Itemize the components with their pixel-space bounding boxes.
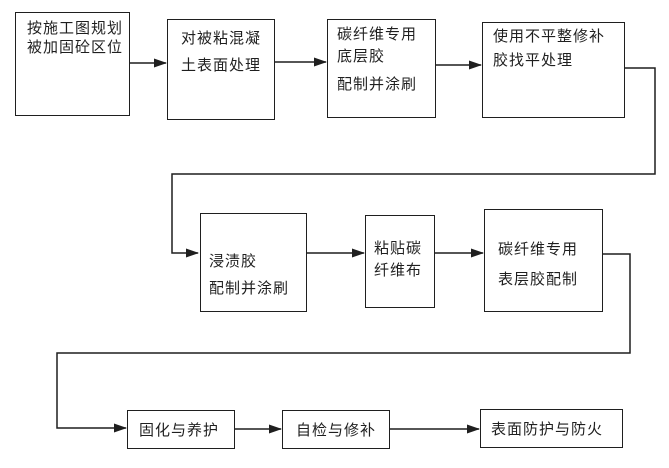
step-label-line: 对被粘混凝: [181, 29, 262, 47]
flow-step-surface-fire-protection: 表面防护与防火: [480, 409, 623, 448]
step-label-line: 表层胶配制: [498, 270, 579, 288]
flow-step-curing-maintenance: 固化与养护: [127, 410, 235, 449]
flow-step-paste-carbon-fiber: 粘贴碳 纤维布: [365, 215, 435, 308]
step-label-line: 被加固砼区位: [27, 38, 124, 56]
step-label-line: 碳纤维专用: [498, 240, 579, 258]
step-label-line: 纤维布: [374, 261, 423, 279]
step-label-line: 自检与修补: [296, 421, 377, 439]
step-label-line: 表面防护与防火: [491, 420, 604, 438]
step-label-line: 底层胶: [337, 47, 386, 65]
flow-step-primer-adhesive: 碳纤维专用 底层胶 配制并涂刷: [327, 19, 436, 118]
step-label-line: 配制并涂刷: [209, 279, 290, 297]
flow-step-planning: 按施工图规划 被加固砼区位: [15, 12, 130, 116]
step-label-line: 按施工图规划: [27, 19, 124, 37]
step-label-line: 使用不平整修补: [493, 27, 606, 45]
flow-step-self-inspection-repair: 自检与修补: [282, 410, 390, 449]
flow-step-topcoat-adhesive: 碳纤维专用 表层胶配制: [484, 209, 603, 312]
step-label-line: 土表面处理: [181, 56, 262, 74]
step-label-line: 固化与养护: [139, 421, 220, 439]
step-label-line: 胶找平处理: [493, 51, 574, 69]
flow-step-leveling-repair: 使用不平整修补 胶找平处理: [482, 22, 625, 118]
step-label-line: 粘贴碳: [374, 239, 423, 257]
step-label-line: 配制并涂刷: [337, 75, 418, 93]
flow-step-concrete-surface-treatment: 对被粘混凝 土表面处理: [167, 19, 275, 120]
step-label-line: 碳纤维专用: [337, 25, 418, 43]
flow-step-impregnation-adhesive: 浸渍胶 配制并涂刷: [200, 213, 307, 312]
step-label-line: 浸渍胶: [209, 252, 258, 270]
